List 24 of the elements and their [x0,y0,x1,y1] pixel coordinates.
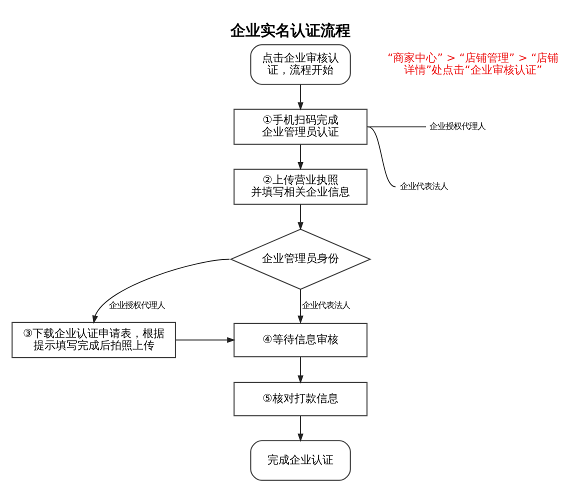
node-box: 完成企业认证 [250,440,351,480]
arrow [298,84,304,110]
arrow [298,288,304,324]
edge-label: 企业授权代理人 [109,299,166,310]
node-box: ②上传营业执照并填写相关企业信息 [234,168,368,204]
arrow [92,258,230,324]
node-box: ④等待信息审核 [234,322,368,357]
node-box: ⑤核对打款信息 [234,381,368,416]
node-box: 点击企业审核认证，流程开始 [250,44,351,84]
arrow [298,144,304,170]
arrow [298,415,304,442]
edge-label: 企业代表法人 [302,299,350,310]
connector [366,126,426,127]
arrow [298,204,304,230]
node-diamond: 企业管理员身份 [230,228,372,290]
arrow [298,356,304,384]
node-text: 企业代表法人 [400,180,448,190]
node-text: 企业授权代理人 [429,120,486,130]
label: “商家中心” > “店铺管理” > “店铺详情”处点击“企业审核认证” [387,50,559,76]
node-box: ③下载企业认证申请表，根据提示填写完成后拍照上传 [12,321,176,358]
connector [367,126,396,187]
node-box: ①手机扫码完成企业管理员认证 [234,108,368,144]
arrow [175,336,236,342]
diagram-title: 企业实名认证流程 [230,22,350,39]
